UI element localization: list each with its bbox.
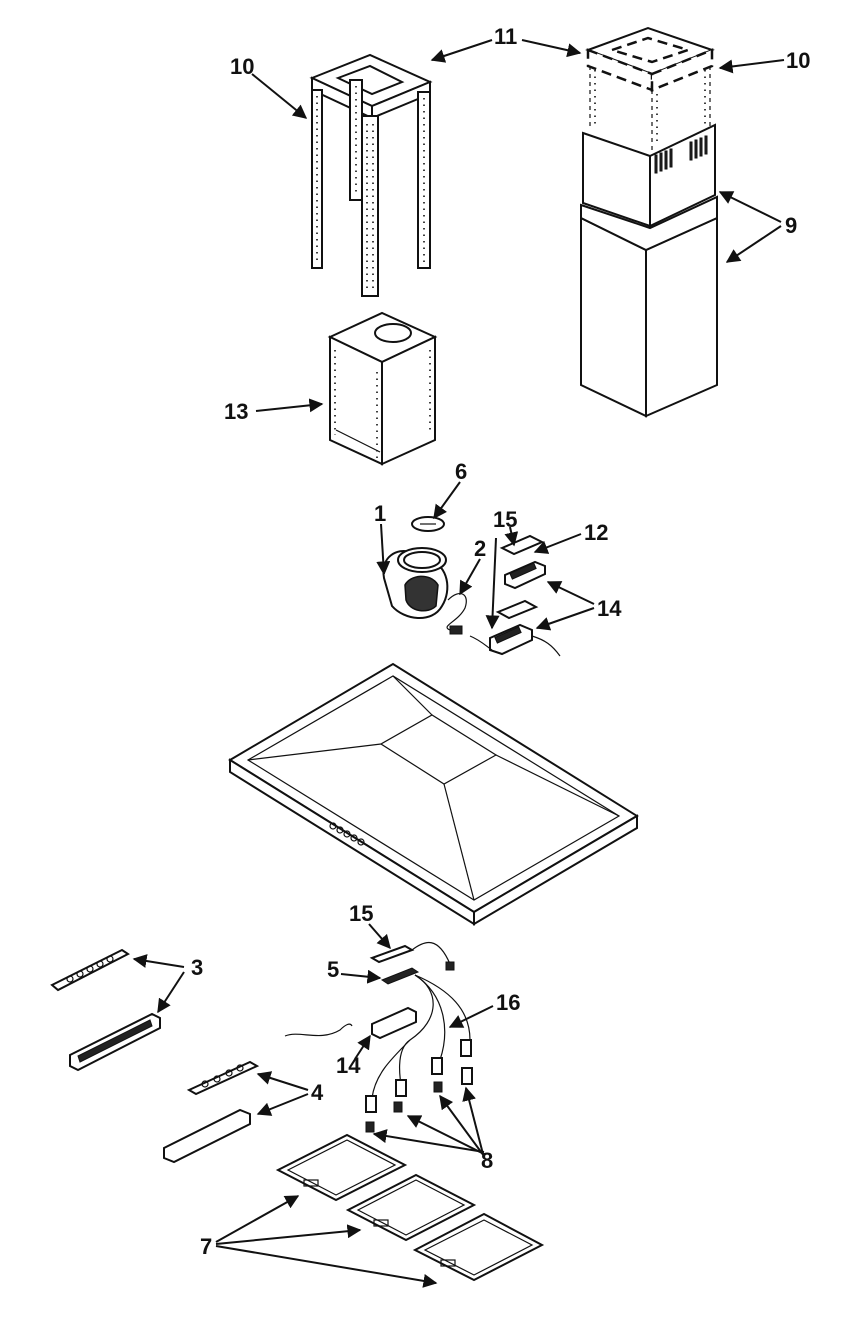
callout-13: 13 bbox=[224, 399, 248, 424]
control-buttons bbox=[329, 822, 365, 846]
callout-labels: 10 11 10 9 13 6 1 15 12 2 14 15 3 5 16 1… bbox=[191, 24, 810, 1259]
light-switches bbox=[163, 1023, 353, 1164]
callout-8: 8 bbox=[481, 1148, 493, 1173]
callout-2: 2 bbox=[474, 536, 486, 561]
callout-16: 16 bbox=[496, 990, 520, 1015]
callout-10-right: 10 bbox=[786, 48, 810, 73]
callout-7: 7 bbox=[200, 1234, 212, 1259]
callout-9: 9 bbox=[785, 213, 797, 238]
grease-filters bbox=[275, 1133, 545, 1282]
control-panel bbox=[50, 948, 161, 1072]
blower-motor-assembly bbox=[382, 516, 561, 657]
callout-14-top: 14 bbox=[597, 596, 622, 621]
callout-3: 3 bbox=[191, 955, 203, 980]
light-sockets bbox=[365, 1039, 473, 1133]
blower-cabinet bbox=[327, 311, 438, 466]
callout-6: 6 bbox=[455, 459, 467, 484]
callout-12: 12 bbox=[584, 520, 608, 545]
chimney-cover-assembly bbox=[580, 26, 718, 418]
leader-lines bbox=[132, 39, 785, 1288]
callout-11: 11 bbox=[494, 24, 517, 49]
callout-15-top: 15 bbox=[493, 507, 517, 532]
callout-15-bottom: 15 bbox=[349, 901, 373, 926]
callout-4: 4 bbox=[311, 1080, 324, 1105]
duct-support-frame bbox=[309, 53, 433, 297]
light-harness bbox=[163, 942, 473, 1164]
callout-14-bottom: 14 bbox=[336, 1053, 361, 1078]
callout-10-left: 10 bbox=[230, 54, 254, 79]
hood-canopy bbox=[228, 662, 639, 926]
callout-1: 1 bbox=[374, 501, 386, 526]
callout-5: 5 bbox=[327, 957, 339, 982]
